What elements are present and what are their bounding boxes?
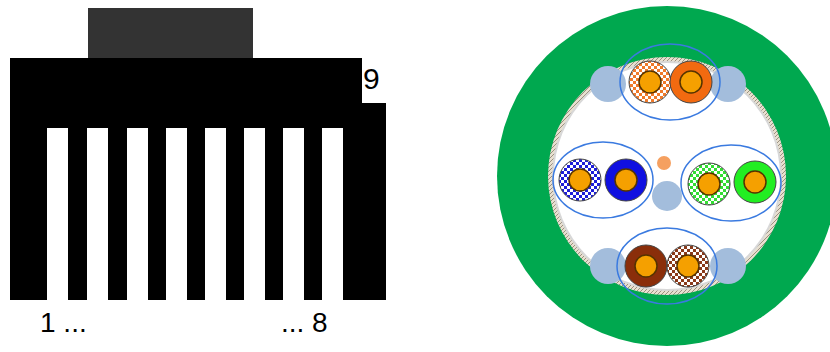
pin-range-end: ... 8: [281, 309, 328, 337]
cable-cross-section: [497, 6, 830, 346]
pin-range-start: 1 ...: [40, 309, 87, 337]
pin-number: 9: [363, 64, 380, 94]
rj45-plug: [10, 8, 386, 300]
